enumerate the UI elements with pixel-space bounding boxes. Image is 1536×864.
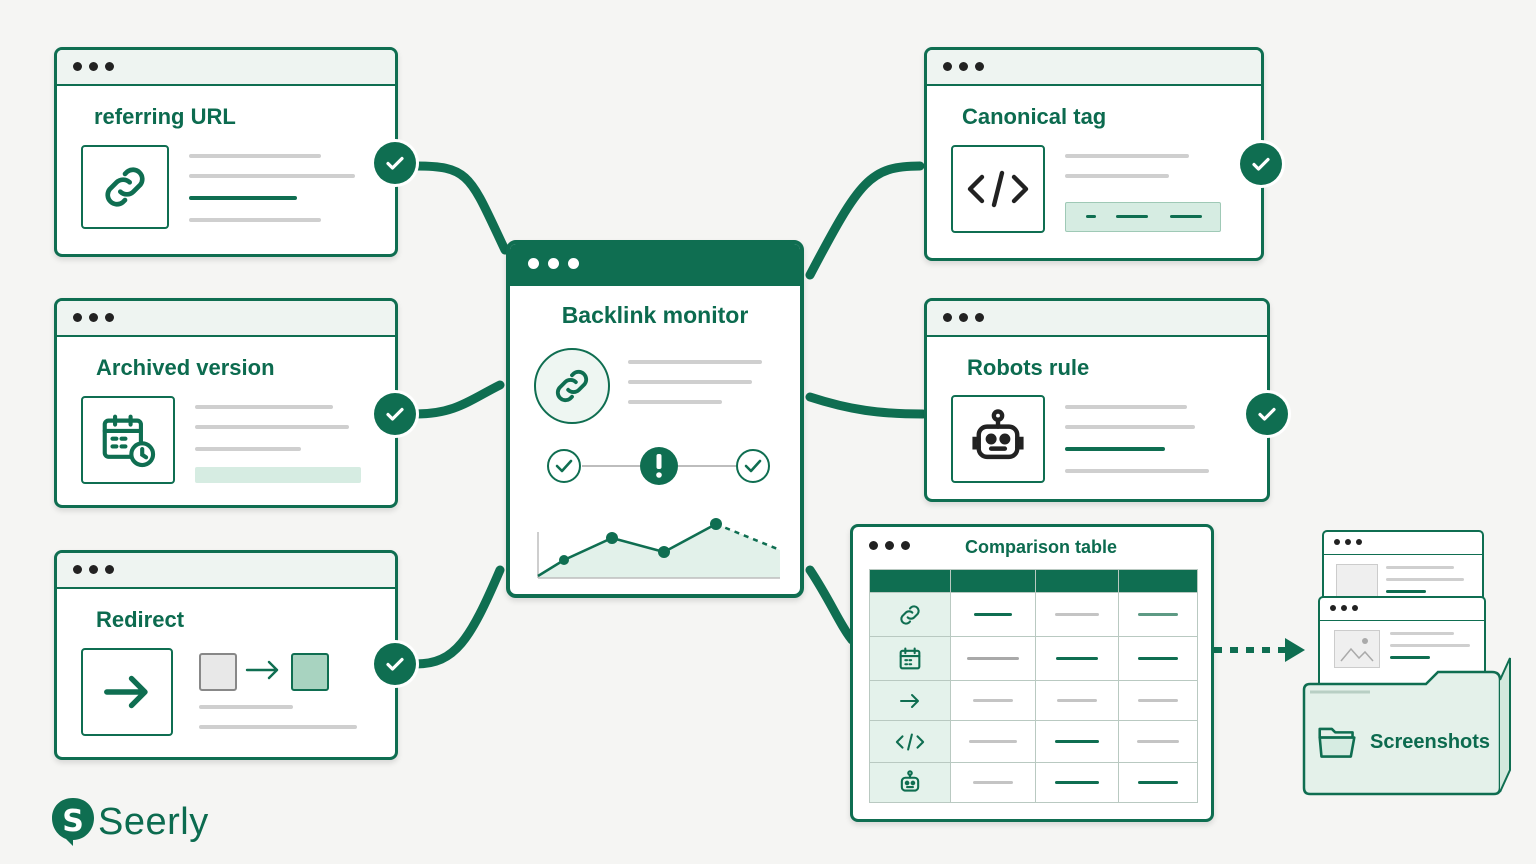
card-comparison-table: Comparison table xyxy=(850,524,1214,822)
card-robots-rule: Robots rule xyxy=(924,298,1270,502)
check-icon xyxy=(374,643,416,685)
seerly-logo-icon: S xyxy=(52,798,94,846)
image-placeholder-icon xyxy=(1334,630,1380,668)
trend-chart xyxy=(537,518,781,579)
card-archived-version: Archived version xyxy=(54,298,398,508)
image-placeholder-icon xyxy=(1336,564,1378,600)
folder-label: Screenshots xyxy=(1370,731,1491,753)
check-step-icon xyxy=(547,449,581,483)
connector-robots xyxy=(805,392,928,419)
check-icon xyxy=(374,142,416,184)
check-icon xyxy=(1240,143,1282,185)
card-title: Redirect xyxy=(96,607,185,632)
check-step-icon xyxy=(736,449,770,483)
card-backlink-monitor: Backlink monitor xyxy=(506,240,804,598)
robot-icon xyxy=(869,762,951,803)
calendar-icon xyxy=(869,636,951,681)
link-icon xyxy=(869,592,951,637)
check-icon xyxy=(1246,393,1288,435)
small-arrow-icon xyxy=(245,660,279,680)
card-title: referring URL xyxy=(94,104,236,129)
connector-archived xyxy=(411,380,505,419)
brand-logo: S Seerly xyxy=(50,796,209,848)
source-box xyxy=(199,653,237,691)
window-dots xyxy=(943,313,984,322)
comparison-grid xyxy=(869,569,1198,803)
window-dots xyxy=(528,258,579,269)
card-referring-url: referring URL xyxy=(54,47,398,257)
link-icon xyxy=(534,348,610,424)
comparison-title: Comparison table xyxy=(965,537,1118,557)
window-dots xyxy=(73,565,114,574)
card-title: Canonical tag xyxy=(962,104,1107,129)
card-canonical-tag: Canonical tag xyxy=(924,47,1264,261)
table-row xyxy=(869,762,1198,803)
connector-comparison xyxy=(805,565,857,645)
calendar-clock-icon xyxy=(81,396,175,484)
window-dots xyxy=(869,541,910,550)
card-title: Robots rule xyxy=(967,355,1090,380)
table-row xyxy=(869,592,1198,637)
arrow-right-icon xyxy=(869,680,951,721)
status-pipeline xyxy=(547,447,770,485)
folder xyxy=(1302,657,1511,796)
window-dots xyxy=(73,313,114,322)
connector-redirect xyxy=(411,565,505,669)
brand-name: Seerly xyxy=(98,800,209,843)
window-dots xyxy=(73,62,114,71)
table-row xyxy=(869,680,1198,721)
center-title: Backlink monitor xyxy=(561,302,749,328)
arrow-right-icon xyxy=(81,648,173,736)
connector-canonical xyxy=(805,161,925,280)
dotted-arrow xyxy=(1214,638,1305,662)
card-redirect: Redirect xyxy=(54,550,398,760)
tag-highlight xyxy=(1065,202,1221,232)
card-title: Archived version xyxy=(96,355,275,380)
screenshot-card-front xyxy=(1318,596,1486,700)
connector-referring-url xyxy=(411,161,510,255)
robot-icon xyxy=(951,395,1045,483)
svg-text:S: S xyxy=(62,804,84,839)
window-dots xyxy=(943,62,984,71)
target-box xyxy=(291,653,329,691)
code-icon xyxy=(869,720,951,763)
table-row xyxy=(869,720,1198,763)
check-icon xyxy=(374,393,416,435)
code-icon xyxy=(951,145,1045,233)
table-row xyxy=(869,636,1198,681)
folder-icon xyxy=(1318,727,1356,758)
link-icon xyxy=(81,145,169,229)
